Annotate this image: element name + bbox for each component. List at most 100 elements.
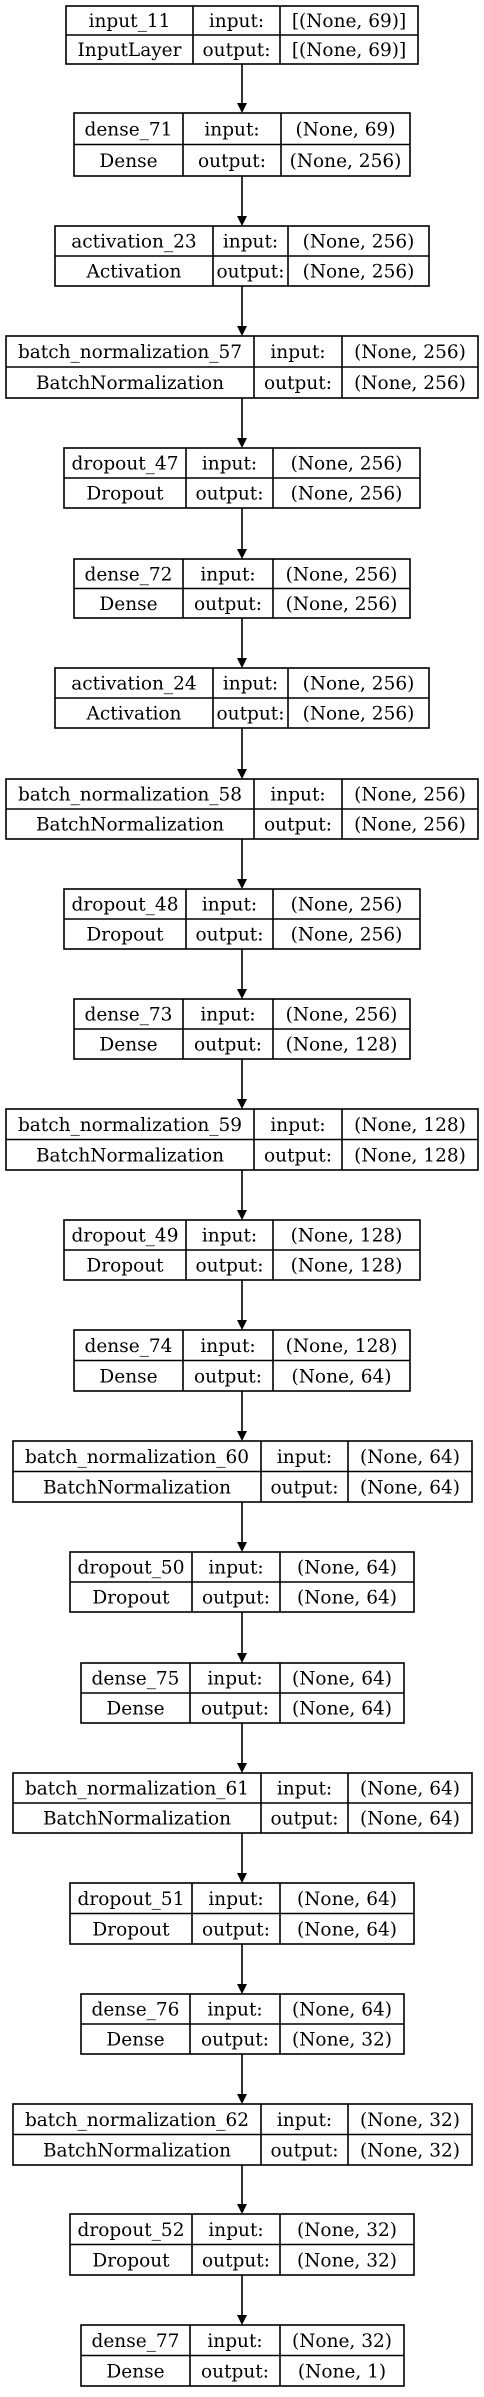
output-label: output:	[194, 594, 262, 615]
output-shape: (None, 1)	[298, 2361, 386, 2382]
output-label: output:	[201, 2030, 269, 2051]
output-label: output:	[202, 2250, 270, 2271]
input-label: input:	[207, 2000, 262, 2021]
input-label: input:	[209, 11, 264, 32]
layer-type: Dense	[99, 151, 157, 172]
arrow-head	[237, 1873, 247, 1883]
output-label: output:	[203, 40, 271, 61]
output-label: output:	[264, 373, 332, 394]
output-shape: (None, 64)	[297, 1588, 397, 1609]
layer-node: activation_23Activationinput:output:(Non…	[54, 225, 430, 287]
input-shape: (None, 64)	[292, 1669, 392, 1690]
layer-type: Dropout	[92, 1919, 170, 1940]
output-shape: (None, 256)	[290, 151, 402, 172]
layer-name: dense_77	[92, 2331, 180, 2352]
output-label: output:	[217, 262, 285, 283]
output-label: output:	[196, 925, 264, 946]
input-shape: (None, 32)	[292, 2331, 392, 2352]
layer-type: BatchNormalization	[43, 1809, 231, 1830]
input-label: input:	[202, 1226, 257, 1247]
input-shape: (None, 256)	[354, 342, 466, 363]
input-label: input:	[202, 454, 257, 475]
output-label: output:	[217, 704, 285, 725]
output-label: output:	[196, 1256, 264, 1277]
output-label: output:	[202, 1588, 270, 1609]
layer-node: batch_normalization_61BatchNormalization…	[12, 1772, 473, 1834]
arrow-head	[237, 549, 247, 559]
layer-name: batch_normalization_60	[25, 1447, 249, 1468]
output-label: output:	[201, 2361, 269, 2382]
layer-node: batch_normalization_57BatchNormalization…	[5, 335, 479, 399]
output-shape: (None, 64)	[360, 1809, 460, 1830]
input-shape: (None, 64)	[292, 2000, 392, 2021]
arrow-head	[237, 2204, 247, 2214]
output-label: output:	[196, 484, 264, 505]
layer-name: batch_normalization_61	[25, 1779, 249, 1800]
input-shape: (None, 128)	[354, 1115, 466, 1136]
input-label: input:	[208, 1889, 263, 1910]
layer-type: Dense	[106, 1699, 164, 1720]
arrow-head	[237, 1653, 247, 1663]
output-shape: (None, 64)	[360, 1477, 460, 1498]
arrow-head	[237, 438, 247, 448]
output-shape: (None, 256)	[291, 925, 403, 946]
layer-name: dense_73	[85, 1005, 173, 1026]
output-label: output:	[264, 815, 332, 836]
layer-name: input_11	[89, 11, 171, 32]
output-shape: (None, 32)	[297, 2250, 397, 2271]
input-label: input:	[200, 564, 255, 585]
layer-node: batch_normalization_62BatchNormalization…	[12, 2103, 473, 2166]
output-shape: [(None, 69)]	[292, 40, 406, 61]
input-shape: (None, 69)	[296, 119, 396, 140]
input-label: input:	[277, 2110, 332, 2131]
input-shape: (None, 64)	[297, 1889, 397, 1910]
layer-type: Activation	[86, 262, 182, 283]
arrow-head	[237, 2094, 247, 2104]
input-shape: (None, 32)	[360, 2110, 460, 2131]
layer-name: dropout_48	[72, 895, 179, 916]
arrow-head	[237, 216, 247, 226]
layer-node: batch_normalization_60BatchNormalization…	[12, 1440, 473, 1503]
arrow-head	[237, 879, 247, 889]
layer-type: Dropout	[86, 925, 164, 946]
layer-type: Dense	[106, 2361, 164, 2382]
layer-type: BatchNormalization	[43, 2140, 231, 2161]
layer-name: dropout_50	[78, 1558, 185, 1579]
layer-type: Dropout	[92, 1588, 170, 1609]
input-label: input:	[202, 895, 257, 916]
layer-name: dense_75	[92, 1669, 180, 1690]
layer-type: Dense	[99, 1366, 157, 1387]
layer-node: batch_normalization_59BatchNormalization…	[5, 1108, 479, 1171]
layer-type: Dense	[99, 1035, 157, 1056]
arrow-head	[237, 658, 247, 668]
output-shape: (None, 256)	[303, 704, 415, 725]
layer-name: batch_normalization_59	[18, 1115, 242, 1136]
layer-name: dropout_51	[78, 1889, 185, 1910]
input-label: input:	[207, 1669, 262, 1690]
layer-type: Dense	[106, 2030, 164, 2051]
layer-name: dense_71	[85, 119, 173, 140]
output-label: output:	[194, 1366, 262, 1387]
layer-name: dense_72	[85, 564, 173, 585]
layer-type: Dense	[99, 594, 157, 615]
output-shape: (None, 256)	[291, 484, 403, 505]
layer-type: Activation	[86, 704, 182, 725]
output-label: output:	[198, 151, 266, 172]
layer-name: dropout_49	[72, 1226, 179, 1247]
output-label: output:	[194, 1035, 262, 1056]
arrow-head	[237, 1320, 247, 1330]
layer-name: activation_24	[71, 674, 196, 695]
input-label: input:	[208, 1558, 263, 1579]
input-shape: (None, 32)	[297, 2220, 397, 2241]
output-shape: (None, 256)	[354, 373, 466, 394]
input-shape: (None, 128)	[286, 1336, 398, 1357]
